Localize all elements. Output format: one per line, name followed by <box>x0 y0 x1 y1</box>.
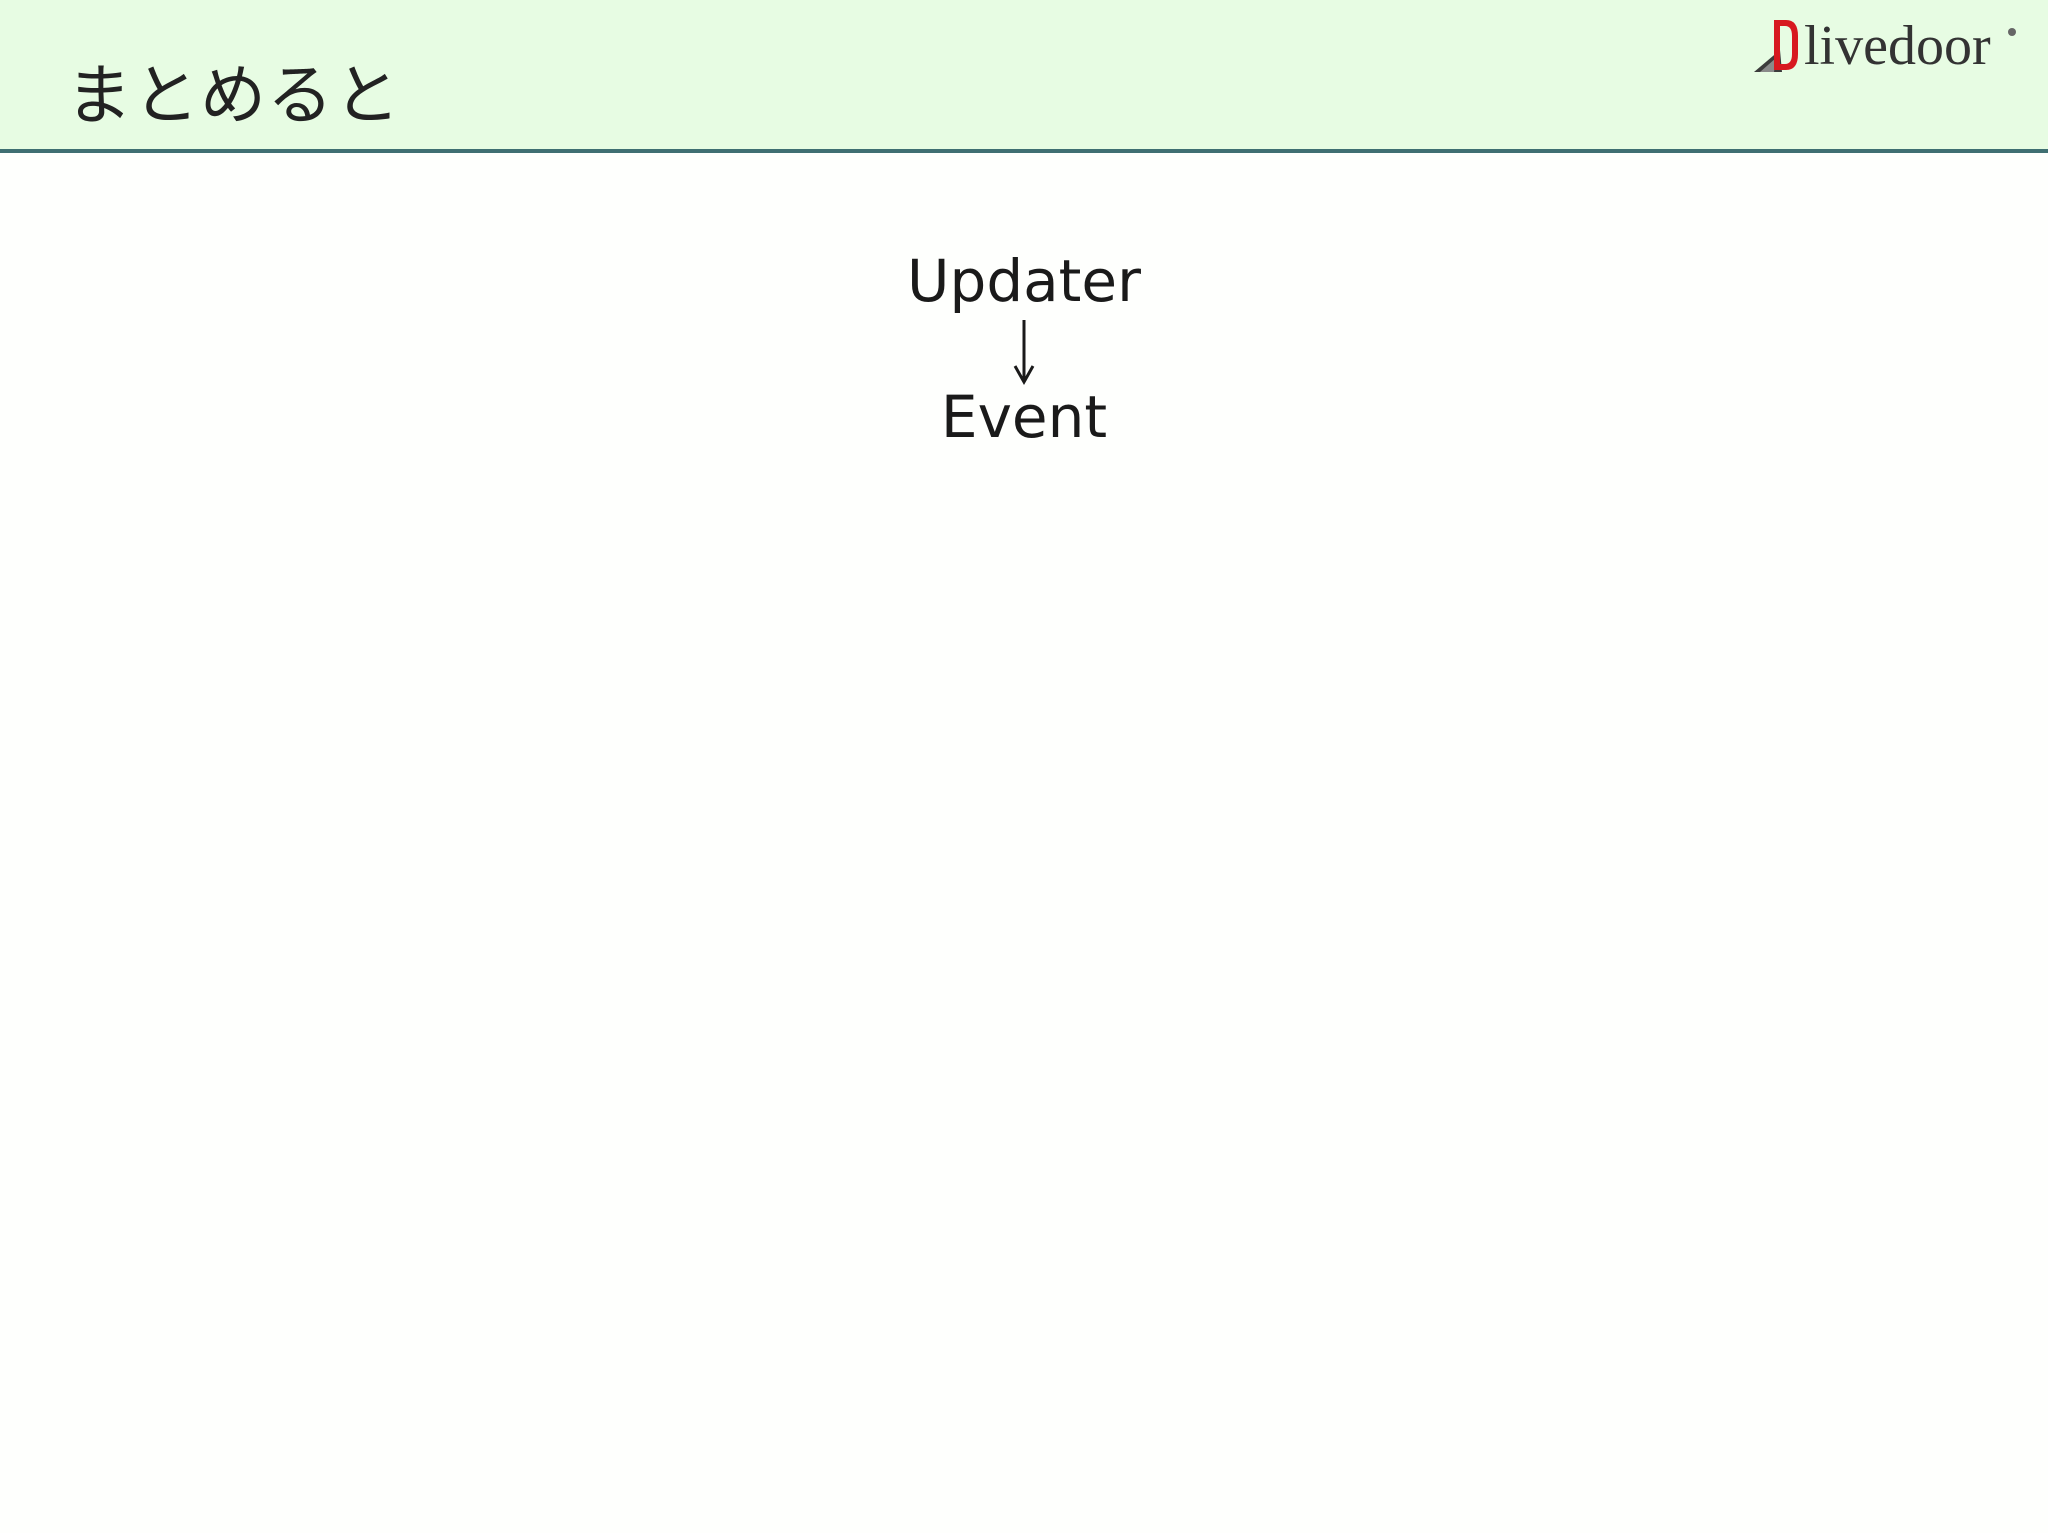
header-divider <box>0 149 2048 153</box>
registered-mark-icon <box>2008 28 2016 36</box>
flow-node-event: Event <box>940 383 1108 451</box>
livedoor-mark-icon <box>1754 20 1798 72</box>
slide-header <box>0 0 2048 149</box>
flow-node-updater: Updater <box>907 247 1141 315</box>
slide-title: まとめると <box>66 57 401 134</box>
livedoor-wordmark: livedoor <box>1804 15 1991 77</box>
down-arrow-icon <box>1013 320 1035 386</box>
flow-diagram: Updater Event <box>824 246 1224 466</box>
livedoor-logo: livedoor <box>1752 14 2022 78</box>
